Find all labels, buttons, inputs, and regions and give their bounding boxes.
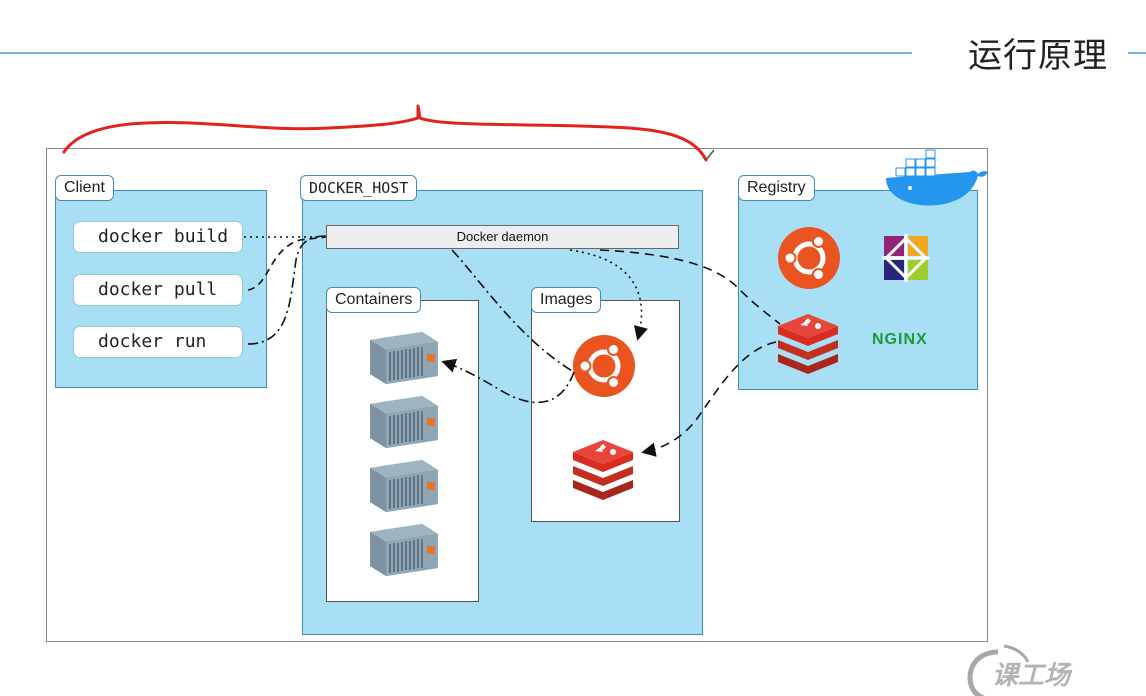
centos-logo-icon — [882, 234, 930, 282]
ubuntu-image-icon — [573, 335, 635, 397]
title-divider-left — [0, 52, 912, 54]
docker-run-command: docker run — [74, 327, 242, 357]
registry-label: Registry — [738, 175, 815, 201]
daemon-to-ubuntu-line — [569, 249, 648, 341]
run-flow-line — [247, 235, 327, 345]
ubuntu-to-container-line — [441, 358, 575, 404]
registry-to-image-line — [641, 341, 777, 457]
pull-flow-line — [247, 236, 327, 291]
client-label: Client — [55, 175, 114, 201]
docker-build-command: docker build — [74, 222, 242, 252]
container-icon — [369, 395, 439, 449]
daemon-to-registry-line — [599, 249, 781, 325]
kegongchang-watermark-logo: 课工场 — [967, 644, 1073, 696]
container-icon — [369, 331, 439, 385]
docker-daemon-bar: Docker daemon — [326, 225, 679, 249]
container-icon — [369, 523, 439, 577]
ubuntu-logo-icon — [778, 227, 840, 289]
images-label: Images — [531, 287, 602, 313]
docker-whale-icon — [886, 149, 988, 206]
title-divider-right — [1128, 52, 1146, 54]
docker-host-label: DOCKER_HOST — [300, 175, 418, 201]
page-title: 运行原理 — [968, 36, 1108, 76]
svg-text:课工场: 课工场 — [992, 661, 1073, 691]
docker-pull-command: docker pull — [74, 275, 242, 305]
redis-logo-icon — [778, 314, 838, 374]
annotation-brace — [62, 104, 708, 162]
redis-image-icon — [573, 440, 633, 500]
containers-label: Containers — [326, 287, 422, 313]
container-icon — [369, 459, 439, 513]
daemon-to-ubuntu-dashdot — [451, 249, 575, 373]
nginx-logo: NGINX — [872, 331, 928, 348]
